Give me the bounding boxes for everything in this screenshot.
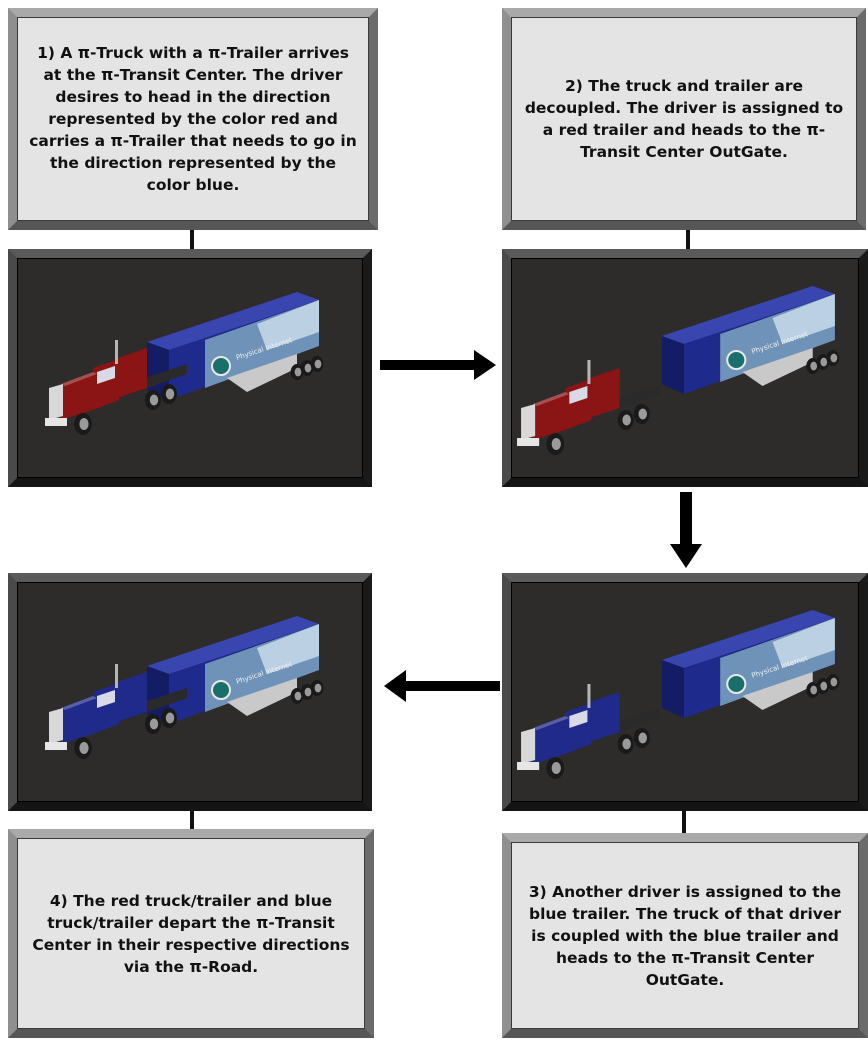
step-1-box: 1) A π-Truck with a π-Trailer arrives at… [8, 8, 378, 230]
scene-1-panel: Physical Internet [8, 249, 372, 487]
truck-front-wheel-hub [79, 418, 88, 430]
scene-4-image: Physical Internet [17, 582, 363, 802]
truck-bumper [517, 438, 539, 446]
arrow-right-icon [380, 348, 496, 382]
truck-sleeper [589, 368, 619, 418]
truck-exhaust [115, 664, 118, 688]
trailer-wheel-1-hub [810, 686, 817, 695]
trailer-wheel-3-hub [830, 678, 837, 687]
connector-4 [190, 811, 194, 829]
scene-3-image: Physical Internet [511, 582, 859, 802]
step-1-text: 1) A π-Truck with a π-Trailer arrives at… [27, 42, 359, 196]
truck-bumper [517, 762, 539, 770]
trailer-wheel-2-hub [305, 364, 312, 373]
step-4-text: 4) The red truck/trailer and blue truck/… [27, 890, 355, 978]
truck-bumper [45, 742, 67, 750]
pi-logo-icon [727, 675, 745, 693]
trailer-wheel-1-hub [810, 362, 817, 371]
trailer-front [662, 660, 684, 718]
pi-logo-icon [727, 351, 745, 369]
truck-exhaust [587, 360, 590, 384]
connector-3 [682, 811, 686, 833]
trailer-wheel-3-hub [315, 684, 322, 693]
truck-rear-wheel-2-hub [166, 389, 174, 400]
truck-sleeper [117, 672, 147, 722]
truck-grille [521, 728, 535, 764]
arrow-left-icon [384, 668, 500, 704]
truck-front-wheel-hub [552, 762, 561, 774]
pi-logo-icon [212, 357, 230, 375]
truck-sleeper [117, 348, 147, 398]
connector-2 [686, 230, 690, 250]
truck-front-wheel-hub [552, 438, 561, 450]
scene-2-panel: Physical Internet [502, 249, 868, 487]
scene-4-panel: Physical Internet [8, 573, 372, 811]
scene-3-panel: Physical Internet [502, 573, 868, 811]
truck-rear-wheel-2-hub [639, 409, 647, 420]
truck-rear-wheel-1-hub [150, 719, 158, 730]
step-2-text: 2) The truck and trailer are decoupled. … [521, 75, 847, 163]
truck-cab [565, 379, 591, 430]
truck-rear-wheel-1-hub [150, 395, 158, 406]
truck-grille [49, 708, 63, 744]
truck-cab [93, 683, 119, 734]
truck-rear-wheel-1-hub [622, 415, 630, 426]
step-3-box: 3) Another driver is assigned to the blu… [502, 833, 868, 1038]
trailer-front [662, 336, 684, 394]
trailer-wheel-3-hub [315, 360, 322, 369]
trailer-wheel-2-hub [820, 682, 827, 691]
truck-sleeper [589, 692, 619, 742]
truck-exhaust [587, 684, 590, 708]
truck-rear-wheel-2-hub [166, 713, 174, 724]
trailer-wheel-1-hub [295, 692, 302, 701]
step-4-box: 4) The red truck/trailer and blue truck/… [8, 829, 374, 1038]
truck-front-wheel-hub [79, 742, 88, 754]
truck-bumper [45, 418, 67, 426]
trailer-wheel-1-hub [295, 368, 302, 377]
scene-2-image: Physical Internet [511, 258, 859, 478]
pi-logo-icon [212, 681, 230, 699]
trailer-wheel-2-hub [820, 358, 827, 367]
scene-1-image: Physical Internet [17, 258, 363, 478]
trailer-wheel-2-hub [305, 688, 312, 697]
step-3-text: 3) Another driver is assigned to the blu… [521, 881, 849, 991]
arrow-down-icon [668, 492, 704, 568]
trailer-wheel-3-hub [830, 354, 837, 363]
truck-grille [521, 404, 535, 440]
truck-cab [565, 703, 591, 754]
connector-1 [190, 230, 194, 250]
truck-grille [49, 384, 63, 420]
truck-rear-wheel-2-hub [639, 733, 647, 744]
step-2-box: 2) The truck and trailer are decoupled. … [502, 8, 866, 230]
truck-rear-wheel-1-hub [622, 739, 630, 750]
truck-cab [93, 359, 119, 410]
truck-exhaust [115, 340, 118, 364]
